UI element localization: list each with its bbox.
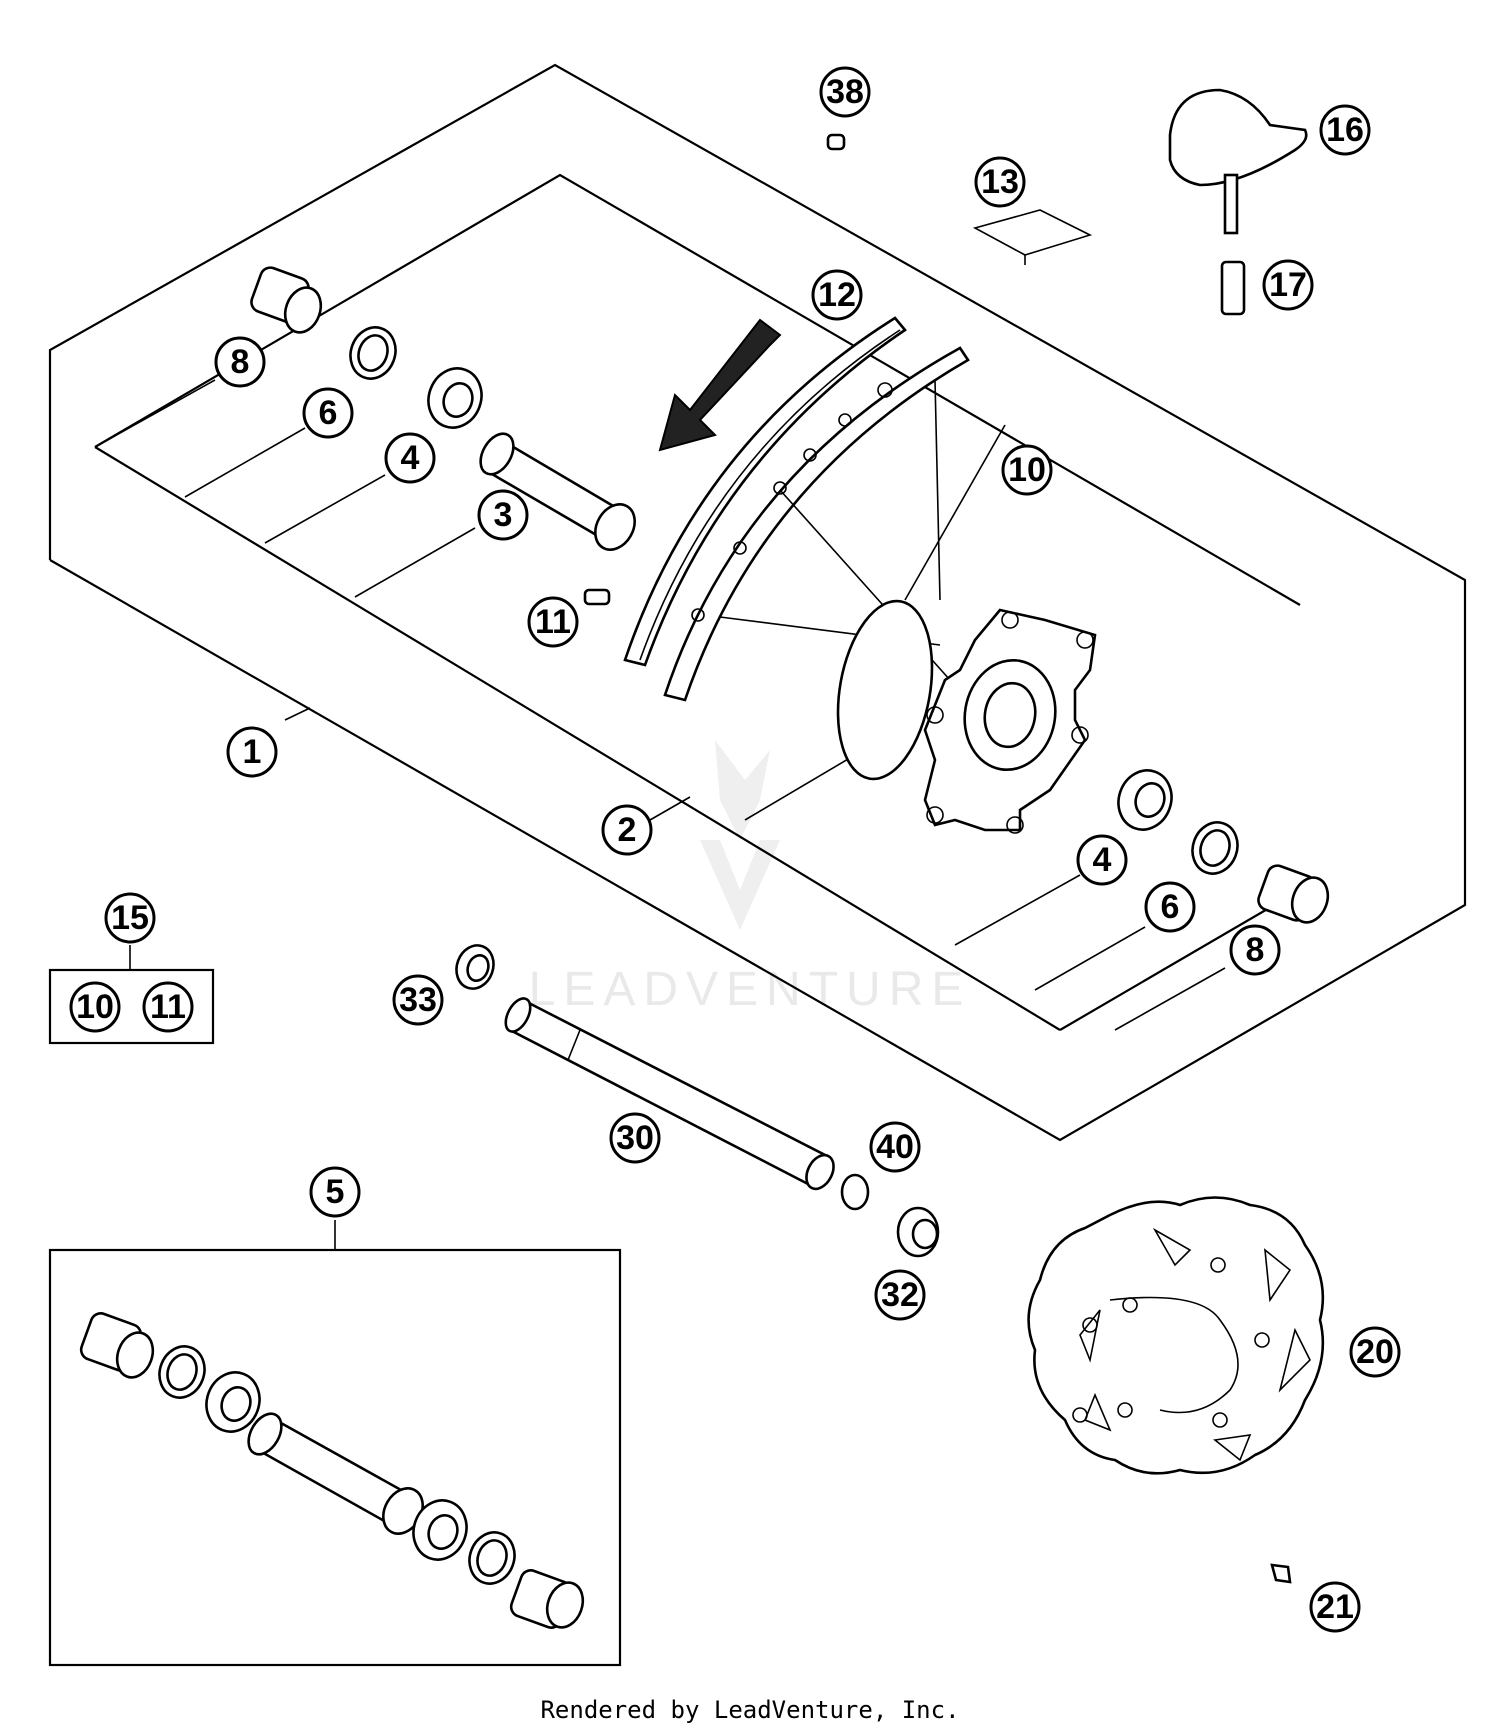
spacer-8-left <box>250 266 323 334</box>
bearing-4-left <box>427 367 483 429</box>
svg-text:20: 20 <box>1356 1333 1394 1371</box>
svg-text:17: 17 <box>1269 266 1307 304</box>
svg-text:1: 1 <box>243 733 262 771</box>
nipple-11 <box>583 588 611 606</box>
nut-33 <box>455 944 495 990</box>
svg-text:33: 33 <box>399 981 437 1019</box>
callout-15-10: 10 <box>69 981 121 1033</box>
callout-30: 30 <box>609 1112 661 1164</box>
callout-11: 11 <box>527 596 579 648</box>
callout-17: 17 <box>1262 259 1314 311</box>
callout-16: 16 <box>1319 104 1371 156</box>
svg-text:30: 30 <box>616 1119 654 1157</box>
svg-text:15: 15 <box>111 899 149 937</box>
screw-21 <box>1270 1563 1292 1584</box>
hub-2 <box>836 599 1097 834</box>
callout-15-11: 11 <box>142 981 194 1033</box>
callout-1: 1 <box>226 726 278 778</box>
callout-4-right: 4 <box>1076 834 1128 886</box>
svg-text:32: 32 <box>881 1276 919 1314</box>
callout-40: 40 <box>869 1121 921 1173</box>
svg-text:38: 38 <box>826 73 864 111</box>
svg-text:3: 3 <box>494 496 513 534</box>
bearing-4-right <box>1117 769 1173 831</box>
svg-text:16: 16 <box>1326 111 1364 149</box>
callout-6-left: 6 <box>302 387 354 439</box>
watermark: LEADVENTURE <box>529 740 972 1016</box>
tube-16 <box>1168 88 1308 235</box>
callout-5: 5 <box>309 1166 361 1218</box>
distance-sleeve-3 <box>479 432 636 551</box>
svg-text:21: 21 <box>1316 1588 1354 1626</box>
callout-10: 10 <box>1001 444 1053 496</box>
svg-text:11: 11 <box>150 988 186 1026</box>
svg-text:10: 10 <box>1008 451 1046 489</box>
callout-6-right: 6 <box>1144 881 1196 933</box>
svg-text:6: 6 <box>319 394 338 432</box>
watermark-text: LEADVENTURE <box>529 963 972 1016</box>
rotation-arrow-icon <box>658 318 782 452</box>
callout-15: 15 <box>104 892 156 944</box>
svg-text:4: 4 <box>401 439 420 477</box>
seal-6-left <box>349 326 397 380</box>
svg-text:10: 10 <box>76 988 114 1026</box>
callout-8-right: 8 <box>1229 924 1281 976</box>
rim-tape-13 <box>972 209 1093 265</box>
callout-2: 2 <box>601 804 653 856</box>
svg-text:8: 8 <box>1246 931 1265 969</box>
axle-30 <box>504 997 835 1191</box>
callout-38: 38 <box>819 66 871 118</box>
callout-32: 32 <box>874 1269 926 1321</box>
washer-40 <box>840 1173 870 1211</box>
callout-12: 12 <box>811 269 863 321</box>
svg-text:5: 5 <box>326 1173 345 1211</box>
callout-33: 33 <box>392 974 444 1026</box>
collar-bushing-32 <box>896 1206 940 1258</box>
seal-6-right <box>1191 821 1239 875</box>
svg-text:6: 6 <box>1161 888 1180 926</box>
rim-lock-17 <box>1220 260 1246 316</box>
leader-lines <box>94 379 1226 1250</box>
footer-credit: Rendered by LeadVenture, Inc. <box>540 1696 959 1724</box>
callout-21: 21 <box>1309 1581 1361 1633</box>
kit-15-box <box>48 968 215 1045</box>
rim-12 <box>623 316 970 702</box>
svg-text:8: 8 <box>231 343 250 381</box>
spacer-8-right <box>1257 864 1330 924</box>
valve-cap-38 <box>826 133 846 151</box>
svg-text:12: 12 <box>818 276 856 314</box>
svg-text:4: 4 <box>1093 841 1112 879</box>
callout-20: 20 <box>1349 1326 1401 1378</box>
svg-text:13: 13 <box>981 163 1019 201</box>
callout-13: 13 <box>974 156 1026 208</box>
svg-text:2: 2 <box>618 811 637 849</box>
callout-4-left: 4 <box>384 432 436 484</box>
brake-disc-20 <box>1027 1196 1325 1475</box>
callout-3: 3 <box>477 489 529 541</box>
svg-text:11: 11 <box>535 603 571 641</box>
callout-8-left: 8 <box>214 336 266 388</box>
svg-text:40: 40 <box>876 1128 914 1166</box>
bearing-kit-5-box <box>48 1248 622 1667</box>
